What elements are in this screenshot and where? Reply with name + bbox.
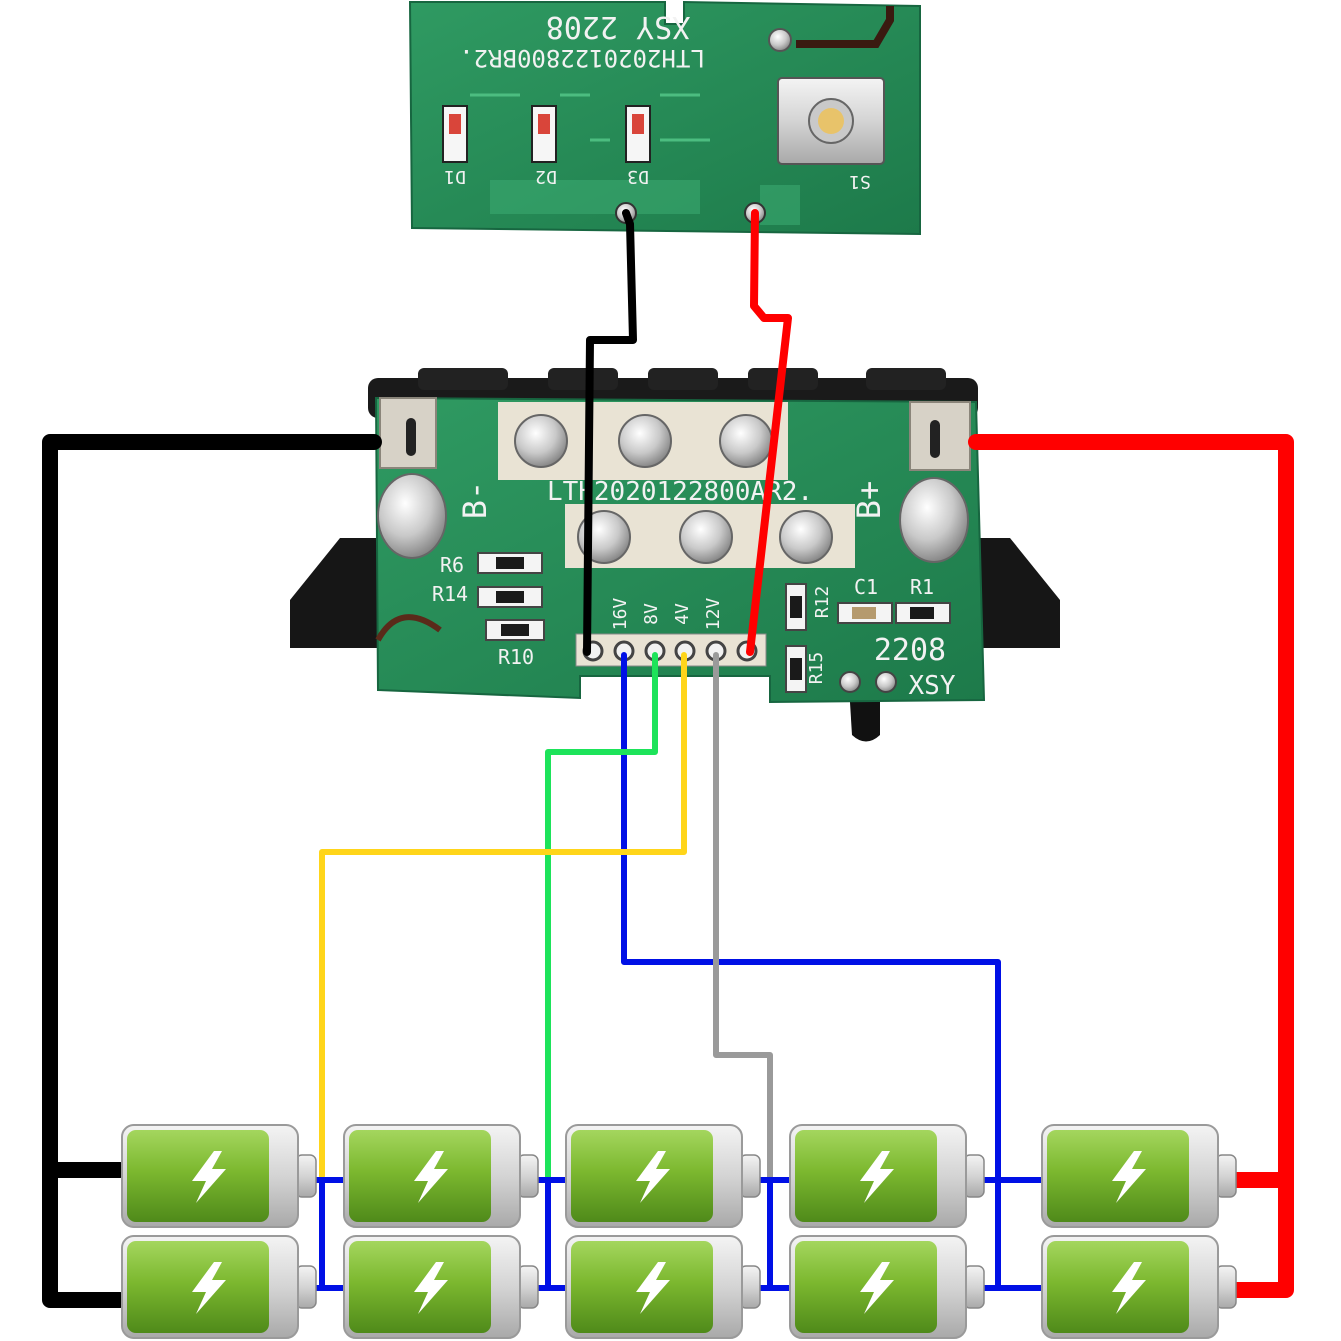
resistor-r10: R10 xyxy=(485,619,545,669)
wires xyxy=(42,209,1294,1308)
resistor-r12: R12 xyxy=(785,583,833,631)
lightning-bolt-icon xyxy=(1112,1151,1146,1203)
wire-balance-12v xyxy=(713,652,773,1291)
lightning-bolt-icon xyxy=(860,1262,894,1314)
r1-label: R1 xyxy=(910,575,934,599)
r14-label: R14 xyxy=(432,582,468,606)
switch-s1-label: S1 xyxy=(849,171,871,192)
date-code-label: 2208 xyxy=(874,633,946,668)
lightning-bolt-icon xyxy=(636,1262,670,1314)
indicator-pcb xyxy=(408,0,921,236)
r12-label: R12 xyxy=(812,586,833,619)
wire-indicator-negative xyxy=(583,209,637,656)
pin-4v-label: 4V xyxy=(672,603,693,625)
r6-label: R6 xyxy=(440,553,464,577)
capacitor-c1: C1 xyxy=(837,575,893,624)
lightning-bolt-icon xyxy=(414,1151,448,1203)
led-d1: D1 xyxy=(442,105,468,187)
resistor-r15: R15 xyxy=(785,645,827,693)
resistor-r6: R6 xyxy=(440,552,543,577)
battery-cell xyxy=(1041,1124,1237,1228)
right-rail xyxy=(965,538,1060,648)
wire-balance-16v xyxy=(621,652,1001,1291)
lightning-bolt-icon xyxy=(414,1262,448,1314)
r10-label: R10 xyxy=(498,645,534,669)
led-d1-label: D1 xyxy=(444,166,466,187)
battery-pack xyxy=(121,1124,1237,1339)
bms-board: LTH2020122800AR2. B- B+ R6 R14 R10 R12 xyxy=(290,368,1060,742)
brand-label: XSY xyxy=(909,671,956,701)
battery-cell xyxy=(121,1235,317,1339)
neg-terminal-label: B- xyxy=(456,481,494,520)
battery-cell xyxy=(343,1235,539,1339)
lightning-bolt-icon xyxy=(192,1151,226,1203)
thermistor xyxy=(839,671,897,693)
led-d3: D3 xyxy=(625,105,651,187)
indicator-flex-lead xyxy=(796,6,894,48)
wire-indicator-positive xyxy=(746,209,792,656)
screw-hole xyxy=(768,28,792,52)
pin-16v-label: 16V xyxy=(610,598,631,631)
c1-label: C1 xyxy=(854,575,878,599)
battery-cell xyxy=(1041,1235,1237,1339)
push-switch-s1: S1 xyxy=(777,77,885,192)
led-d3-label: D3 xyxy=(627,166,649,187)
indicator-board: XSY 2208 LTH2020122800BR2. D1 D2 D3 S1 xyxy=(408,0,921,236)
led-d2: D2 xyxy=(531,105,557,187)
pin-8v-label: 8V xyxy=(641,603,662,625)
pin-12v-label: 12V xyxy=(703,598,724,631)
wire-balance-8v xyxy=(545,652,658,1181)
battery-cell xyxy=(789,1124,985,1228)
wire-main-positive xyxy=(968,434,1294,1298)
indicator-marking: XSY 2208 xyxy=(546,9,691,44)
lightning-bolt-icon xyxy=(192,1262,226,1314)
indicator-model-label: LTH2020122800BR2. xyxy=(459,44,705,72)
resistor-r14: R14 xyxy=(432,582,543,608)
pos-terminal-label: B+ xyxy=(850,481,888,520)
battery-cell xyxy=(121,1124,317,1228)
wire-balance-4v xyxy=(319,652,687,1179)
battery-cell xyxy=(565,1124,761,1228)
r15-label: R15 xyxy=(806,652,827,685)
led-d2-label: D2 xyxy=(535,166,557,187)
lightning-bolt-icon xyxy=(636,1151,670,1203)
resistor-r1: R1 xyxy=(895,575,951,624)
lightning-bolt-icon xyxy=(860,1151,894,1203)
left-rail xyxy=(290,538,388,648)
battery-cell xyxy=(789,1235,985,1339)
lightning-bolt-icon xyxy=(1112,1262,1146,1314)
wire-main-negative xyxy=(42,434,382,1308)
battery-cell xyxy=(565,1235,761,1339)
battery-cell xyxy=(343,1124,539,1228)
